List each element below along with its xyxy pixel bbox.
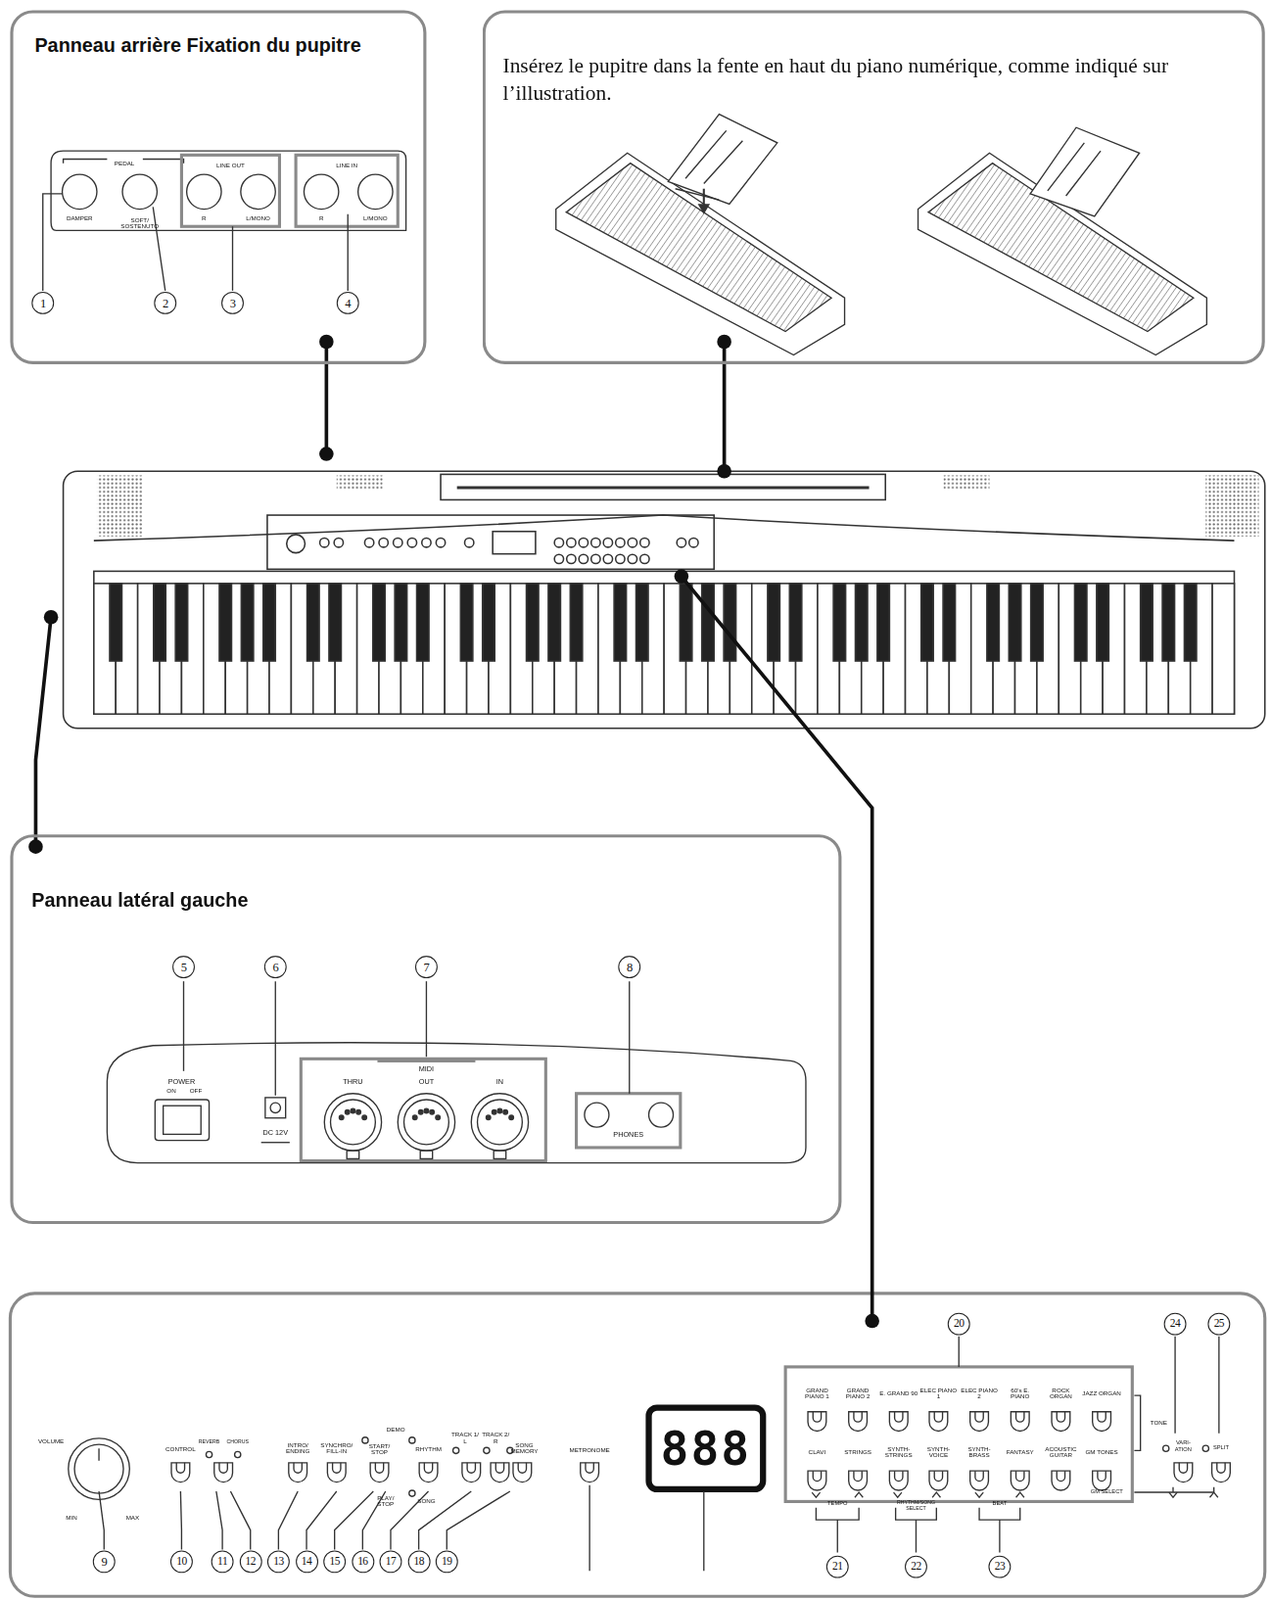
part-label: SYNTH-BRASS bbox=[959, 1446, 999, 1460]
part-label: ELEC PIANO 1 bbox=[919, 1386, 959, 1400]
callout-number: 20 bbox=[947, 1313, 971, 1336]
part-label: ELEC PIANO 2 bbox=[959, 1386, 999, 1400]
part-label: OFF bbox=[187, 1086, 206, 1094]
part-label: IN bbox=[484, 1077, 516, 1085]
callout-number: 10 bbox=[170, 1550, 193, 1573]
part-label: FANTASY bbox=[1000, 1449, 1040, 1457]
part-label: SPLIT bbox=[1207, 1445, 1234, 1452]
callout-number: 4 bbox=[336, 291, 360, 315]
panel: Panneau latéral gauche bbox=[9, 834, 842, 1224]
part-label: L/MONO bbox=[237, 215, 280, 223]
part-label: THRU bbox=[332, 1077, 375, 1085]
instruction-text: Insérez le pupitre dans la fente en haut… bbox=[503, 51, 1259, 107]
part-label: VARI- ATION bbox=[1170, 1440, 1197, 1453]
part-label: SYNTH-STRINGS bbox=[879, 1446, 919, 1460]
part-label: SYNTH-VOICE bbox=[919, 1446, 959, 1460]
part-label: DEMO bbox=[380, 1426, 412, 1434]
part-label: TRACK 1/ L bbox=[449, 1431, 480, 1445]
callout-number: 24 bbox=[1164, 1313, 1187, 1336]
callout-number: 25 bbox=[1207, 1313, 1230, 1336]
part-label: GM SELECT bbox=[1083, 1489, 1130, 1496]
callout-number: 22 bbox=[904, 1555, 928, 1579]
part-label: ACOUSTIC GUITAR bbox=[1041, 1446, 1082, 1460]
part-label: CLAVI bbox=[798, 1449, 838, 1457]
panel: Insérez le pupitre dans la fente en haut… bbox=[482, 9, 1266, 364]
part-label: GM TONES bbox=[1082, 1449, 1122, 1457]
part-label: DAMPER bbox=[58, 215, 100, 223]
panel-heading: Panneau latéral gauche bbox=[31, 888, 248, 914]
callout-number: 11 bbox=[211, 1550, 235, 1573]
part-label: CHORUS bbox=[222, 1439, 253, 1445]
part-label: LINE OUT bbox=[204, 161, 256, 169]
callout-number: 15 bbox=[323, 1550, 346, 1573]
callout-number: 12 bbox=[238, 1550, 262, 1573]
part-label: SONG MEMORY bbox=[507, 1442, 542, 1456]
callout-number: 18 bbox=[407, 1550, 430, 1573]
callout-number: 6 bbox=[264, 955, 287, 979]
callout-number: 21 bbox=[826, 1555, 849, 1579]
callout-number: 9 bbox=[93, 1550, 116, 1573]
callout-number: 19 bbox=[435, 1550, 459, 1573]
part-label: TRACK 2/ R bbox=[480, 1431, 512, 1445]
part-label: PEDAL bbox=[103, 159, 145, 167]
part-label: DC 12V bbox=[254, 1128, 296, 1136]
callout-number: 7 bbox=[415, 955, 438, 979]
part-label: MIDI bbox=[411, 1065, 442, 1074]
part-label: R bbox=[197, 215, 211, 223]
part-label: LINE IN bbox=[321, 161, 373, 169]
callout-number: 3 bbox=[221, 291, 244, 315]
callout-number: 1 bbox=[31, 291, 54, 315]
part-label: METRONOME bbox=[564, 1447, 615, 1455]
part-label: E. GRAND 90 bbox=[879, 1390, 919, 1398]
panel-heading: Panneau arrière Fixation du pupitre bbox=[31, 33, 365, 59]
part-label: GRAND PIANO 1 bbox=[798, 1386, 838, 1400]
part-label: MIN bbox=[58, 1514, 84, 1522]
part-label: ROCK ORGAN bbox=[1041, 1386, 1082, 1400]
callout-number: 8 bbox=[617, 955, 641, 979]
part-label: PLAY/ STOP bbox=[370, 1495, 401, 1508]
callout-number: 2 bbox=[153, 291, 177, 315]
part-label: BEAT bbox=[984, 1501, 1015, 1507]
part-label: REVERB bbox=[193, 1439, 225, 1445]
part-label: RHYTHM/SONG SELECT bbox=[894, 1500, 940, 1511]
part-label: L/MONO bbox=[355, 215, 397, 223]
part-label: PHONES bbox=[603, 1130, 655, 1139]
part-label: 60's E. PIANO bbox=[1000, 1386, 1040, 1400]
panel: Panneau arrière Fixation du pupitre bbox=[9, 9, 426, 364]
part-label: JAZZ ORGAN bbox=[1082, 1390, 1122, 1398]
callout-number: 16 bbox=[351, 1550, 375, 1573]
part-label: STRINGS bbox=[838, 1449, 878, 1457]
part-label: SYNCHRO/ FILL-IN bbox=[316, 1442, 358, 1456]
part-label: TEMPO bbox=[822, 1501, 853, 1507]
part-label: VOLUME bbox=[25, 1438, 77, 1446]
part-label: TONE bbox=[1145, 1419, 1173, 1427]
callout-number: 17 bbox=[379, 1550, 403, 1573]
part-label: SONG bbox=[413, 1498, 440, 1506]
callout-number: 13 bbox=[267, 1550, 290, 1573]
part-label: GRAND PIANO 2 bbox=[838, 1386, 878, 1400]
callout-number: 23 bbox=[988, 1555, 1011, 1579]
callout-number: 5 bbox=[172, 955, 195, 979]
part-label: OUT bbox=[411, 1077, 442, 1085]
part-label: POWER bbox=[161, 1077, 203, 1085]
part-label: CONTROL bbox=[160, 1446, 202, 1454]
part-label: START/ STOP bbox=[363, 1443, 396, 1457]
callout-number: 14 bbox=[295, 1550, 319, 1573]
part-label: RHYTHM bbox=[410, 1446, 448, 1454]
part-label: R bbox=[315, 215, 329, 223]
part-label: MAX bbox=[120, 1514, 145, 1522]
part-label: SOFT/ SOSTENUTO bbox=[119, 217, 161, 231]
part-label: INTRO/ ENDING bbox=[280, 1442, 315, 1456]
display-digits: 888 bbox=[651, 1423, 762, 1473]
part-label: ON bbox=[163, 1086, 181, 1094]
